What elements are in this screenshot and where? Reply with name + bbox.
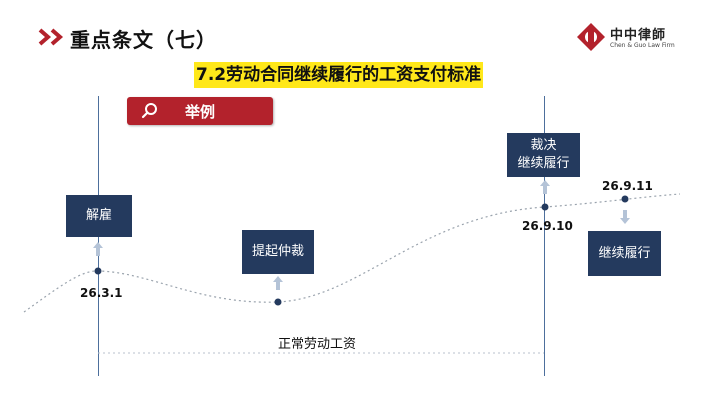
ruling-label-line2: 继续履行 [517,156,570,171]
date-label-dismissal: 26.3.1 [80,286,123,300]
section-subtitle: 7.2劳动合同继续履行的工资支付标准 [194,62,484,88]
dismissal-label: 解雇 [85,208,112,223]
timeline-dot-dismissal [94,267,102,275]
arrow-up-icon-ruling [540,180,550,194]
arrow-up-icon-arbitration [273,276,283,290]
timeline-line-right [544,96,545,376]
continue-box: 继续履行 [588,231,661,276]
ruling-label-line1: 裁决 [530,138,557,153]
date-label-ruling: 26.9.10 [522,219,573,233]
timeline-dot-ruling [541,203,549,211]
arrow-down-icon-continue [620,210,630,224]
search-icon [141,103,157,119]
logo-emblem-icon [577,23,605,51]
logo-text: 中中律師 [610,28,667,43]
arbitration-label: 提起仲裁 [251,244,304,259]
ruling-box: 裁决 继续履行 [507,133,580,177]
example-button-label: 举例 [185,103,216,121]
timeline-dot-arbitration [274,298,282,306]
arrow-up-icon-dismissal [93,242,103,256]
salary-label: 正常劳动工资 [278,337,357,352]
page-title: 重点条文（七） [70,28,217,52]
timeline-curve [23,193,681,313]
firm-logo: 中中律師 Chen & Guo Law Firm [576,20,696,56]
arbitration-box: 提起仲裁 [242,230,314,274]
example-button[interactable]: 举例 [127,97,273,125]
logo-subtext: Chen & Guo Law Firm [610,42,675,49]
dismissal-box: 解雇 [66,195,132,237]
continue-label: 继续履行 [598,245,651,261]
timeline-dot-continue [621,195,629,203]
chevron-right-icon [38,28,64,46]
date-label-continue: 26.9.11 [602,179,653,193]
